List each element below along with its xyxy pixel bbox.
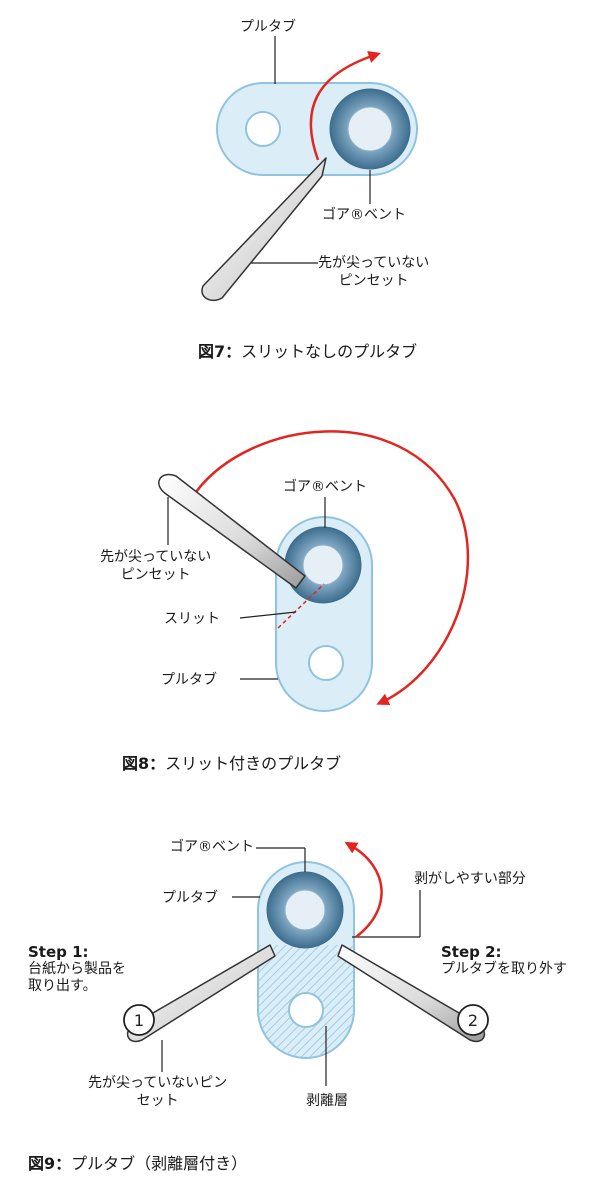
fig8-diagram (158, 430, 470, 712)
fig7-vent-center (347, 106, 393, 152)
fig8-vent-center (302, 544, 344, 586)
fig8-slit-label: スリット (164, 611, 220, 627)
fig7-tweezers (201, 157, 327, 302)
fig9-vent-center (284, 889, 326, 931)
fig9-pulltab-hole (288, 992, 324, 1028)
step1-line1: 台紙から製品を (28, 961, 126, 977)
step2-number: 2 (468, 1011, 478, 1030)
step2-line1: プルタブを取り外す (441, 961, 567, 977)
fig7-pulltab-label: プルタブ (240, 19, 296, 35)
fig7-vent-label: ゴア®ベント (322, 207, 406, 223)
fig8-pulltab-hole (308, 645, 344, 681)
fig8-arrow (195, 430, 470, 705)
fig9-pulltab-label: プルタブ (162, 890, 218, 906)
fig9-arrow (344, 841, 383, 938)
step1-number: 1 (134, 1011, 144, 1030)
fig7-tweezers-line2: ピンセット (338, 273, 409, 289)
step1-circle (123, 1004, 155, 1036)
fig9-vent-label: ゴア®ベント (170, 839, 254, 855)
fig9-tweezers-line2: セット (136, 1093, 179, 1109)
fig7-caption: 図7：スリットなしのプルタブ (198, 342, 417, 362)
fig8-caption: 図8：スリット付きのプルタブ (122, 754, 341, 774)
fig9-easy-peel-label: 剥がしやすい部分 (414, 871, 526, 887)
fig9-tweezers-line1: 先が尖っていないピン (88, 1075, 228, 1091)
fig7-diagram (201, 36, 418, 302)
step1-title: Step 1: (28, 943, 89, 961)
step2-block: Step 2: プルタブを取り外す (441, 944, 567, 978)
step1-line2: 取り出す。 (28, 978, 97, 994)
fig9-caption: 図9：プルタブ（剥離層付き） (28, 1154, 247, 1174)
fig8-tweezers (158, 473, 306, 589)
fig7-tweezers-label: 先が尖っていない ピンセット (318, 254, 429, 290)
fig9-release-layer-label: 剥離層 (306, 1093, 348, 1109)
fig8-pulltab-label: プルタブ (161, 672, 217, 688)
fig7-caption-number: 図7： (198, 342, 242, 361)
fig8-vent-label: ゴア®ベント (283, 479, 367, 495)
fig7-pulltab-hole (245, 111, 281, 147)
fig8-tweezers-label: 先が尖っていない ピンセット (100, 548, 211, 584)
fig7-arrow (309, 51, 381, 161)
fig9-caption-text: プルタブ（剥離層付き） (71, 1154, 248, 1173)
step1-block: Step 1: 台紙から製品を 取り出す。 (28, 944, 126, 995)
step2-circle (457, 1004, 489, 1036)
fig7-caption-text: スリットなしのプルタブ (241, 342, 418, 361)
step2-title: Step 2: (441, 943, 502, 961)
fig8-caption-text: スリット付きのプルタブ (165, 754, 342, 773)
fig8-tweezers-line1: 先が尖っていない (100, 549, 212, 565)
fig9-caption-number: 図9： (28, 1154, 72, 1173)
fig8-tweezers-line2: ピンセット (120, 567, 191, 583)
fig8-caption-number: 図8： (122, 754, 166, 773)
fig7-tweezers-line1: 先が尖っていない (318, 255, 430, 271)
fig9-diagram: 1 2 (123, 841, 489, 1086)
fig9-tweezers-label: 先が尖っていないピン セット (88, 1074, 227, 1110)
fig8-slit-line (277, 583, 325, 629)
